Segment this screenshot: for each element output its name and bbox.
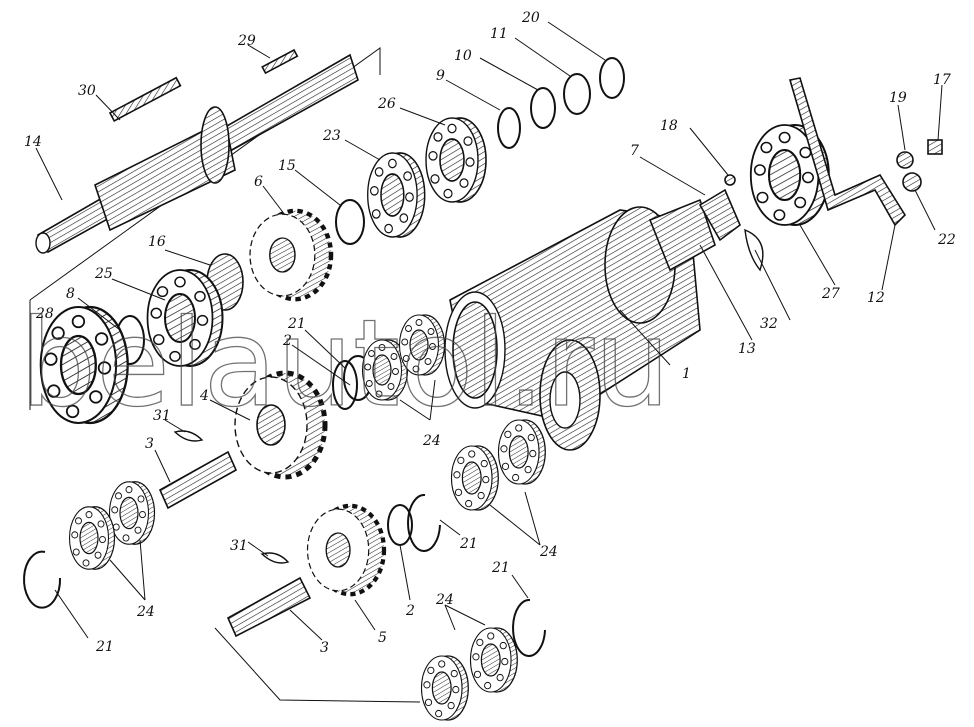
bearing-24h — [420, 655, 469, 721]
snap-ring-21b — [23, 550, 62, 609]
label-13: 13 — [738, 341, 756, 357]
label-21: 21 — [287, 316, 306, 332]
key-29 — [261, 48, 299, 75]
label-31b: 31 — [230, 538, 248, 554]
snap-ring-21c — [407, 493, 441, 552]
label-18: 18 — [660, 118, 678, 134]
label-24: 24 — [422, 433, 441, 449]
ring-20 — [599, 57, 625, 99]
bearing-23 — [366, 152, 426, 238]
bearing-24c — [108, 481, 156, 545]
label-20: 20 — [521, 10, 540, 26]
label-11: 11 — [490, 26, 508, 42]
axle-3b — [226, 576, 312, 638]
snap-ring-21d — [512, 598, 546, 657]
pin-18 — [724, 174, 736, 186]
label-32: 32 — [760, 316, 778, 332]
label-22: 22 — [937, 232, 956, 248]
label-28: 28 — [35, 306, 54, 322]
snap-ring-21 — [332, 360, 358, 410]
label-27: 27 — [821, 286, 840, 302]
nut-19 — [896, 151, 914, 169]
washer-22 — [902, 172, 922, 192]
label-24d: 24 — [435, 592, 454, 608]
label-10: 10 — [454, 48, 472, 64]
part-labels: 20 11 10 9 29 30 26 23 14 15 6 16 25 8 2… — [24, 10, 956, 656]
label-15: 15 — [278, 158, 296, 174]
label-25: 25 — [94, 266, 113, 282]
label-7: 7 — [630, 143, 639, 159]
seal-32 — [744, 228, 764, 272]
label-2: 2 — [282, 333, 292, 349]
label-6: 6 — [254, 174, 263, 190]
watermark: belautol.ru — [20, 295, 670, 434]
ring-10 — [530, 87, 556, 129]
label-24c: 24 — [539, 544, 558, 560]
bearing-24g — [469, 627, 518, 693]
label-5: 5 — [378, 630, 387, 646]
label-21c: 21 — [459, 536, 478, 552]
plate-7 — [698, 188, 741, 242]
bearing-24d — [68, 506, 116, 570]
bearing-26 — [425, 117, 487, 203]
label-24b: 24 — [136, 604, 155, 620]
label-19: 19 — [889, 90, 907, 106]
bearing-24e — [450, 445, 499, 511]
label-23: 23 — [322, 128, 341, 144]
label-14: 14 — [24, 134, 42, 150]
label-1: 1 — [682, 366, 691, 382]
key-31b — [260, 552, 290, 564]
label-16: 16 — [148, 234, 166, 250]
label-30: 30 — [78, 83, 96, 99]
ring-15 — [335, 199, 365, 245]
label-29: 29 — [237, 33, 256, 49]
label-4: 4 — [199, 388, 209, 404]
leader-lines — [35, 21, 943, 641]
bolt-17 — [927, 139, 943, 155]
label-3: 3 — [145, 436, 154, 452]
label-8: 8 — [66, 286, 75, 302]
ring-9 — [497, 107, 521, 149]
bracket-12 — [788, 77, 907, 227]
gear-5 — [308, 506, 385, 594]
label-17: 17 — [933, 72, 951, 88]
ring-11 — [563, 73, 591, 115]
label-21b: 21 — [95, 639, 114, 655]
label-3b: 3 — [320, 640, 329, 656]
label-12: 12 — [867, 290, 885, 306]
assembly-line — [214, 627, 421, 703]
label-21d: 21 — [491, 560, 510, 576]
key-30 — [108, 76, 182, 122]
label-31: 31 — [153, 408, 171, 424]
label-2b: 2 — [405, 603, 415, 619]
housing-1 — [444, 198, 716, 451]
shaft-14 — [29, 47, 381, 410]
gear-6 — [250, 211, 331, 299]
label-9: 9 — [436, 68, 445, 84]
axle-3a — [158, 450, 238, 510]
label-26: 26 — [377, 96, 396, 112]
